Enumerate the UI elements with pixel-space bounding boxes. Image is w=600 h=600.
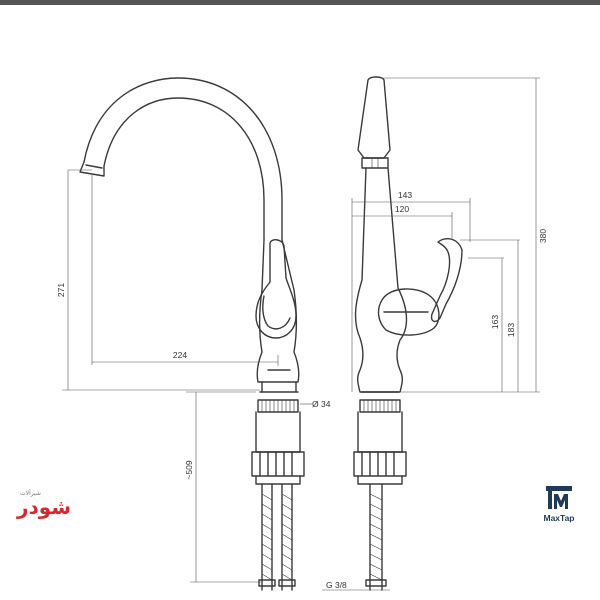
dim-g-3-8: G 3/8 xyxy=(326,580,347,590)
lock-nut xyxy=(251,451,305,477)
side-body xyxy=(354,167,408,393)
spout-tip xyxy=(79,161,105,177)
dim-271: 271 xyxy=(56,283,66,297)
faucet-body xyxy=(256,239,300,383)
side-spout-tip xyxy=(357,76,391,159)
dim-dia-34: Ø 34 xyxy=(312,399,331,409)
lever-handle xyxy=(255,239,297,339)
shank-body xyxy=(255,411,301,453)
side-lever xyxy=(430,238,463,323)
spout-outline xyxy=(83,77,283,241)
top-border-bar xyxy=(0,0,600,5)
dim-183: 183 xyxy=(506,323,516,337)
side-view xyxy=(322,76,540,591)
brand-logo-left: شیرآلات شودر xyxy=(14,490,74,526)
side-flex-hoses xyxy=(365,483,387,591)
brand-logo-right: MaxTap xyxy=(534,482,584,526)
dim-120: 120 xyxy=(395,204,409,214)
dim-380: 380 xyxy=(538,229,548,243)
dim-163: 163 xyxy=(490,315,500,329)
maxtap-logo-icon xyxy=(546,486,572,509)
brand-logo-right-text: MaxTap xyxy=(543,513,575,523)
brand-logo-left-text: شودر xyxy=(17,495,71,519)
spout-inner xyxy=(103,97,265,241)
front-view xyxy=(62,77,312,591)
dim-143: 143 xyxy=(398,190,412,200)
flex-hoses xyxy=(258,483,296,591)
brand-logo-left-sub: شیرآلات xyxy=(20,490,41,497)
side-cartridge xyxy=(377,288,440,336)
dim-224: 224 xyxy=(173,350,187,360)
dim-509: ~509 xyxy=(184,460,194,479)
